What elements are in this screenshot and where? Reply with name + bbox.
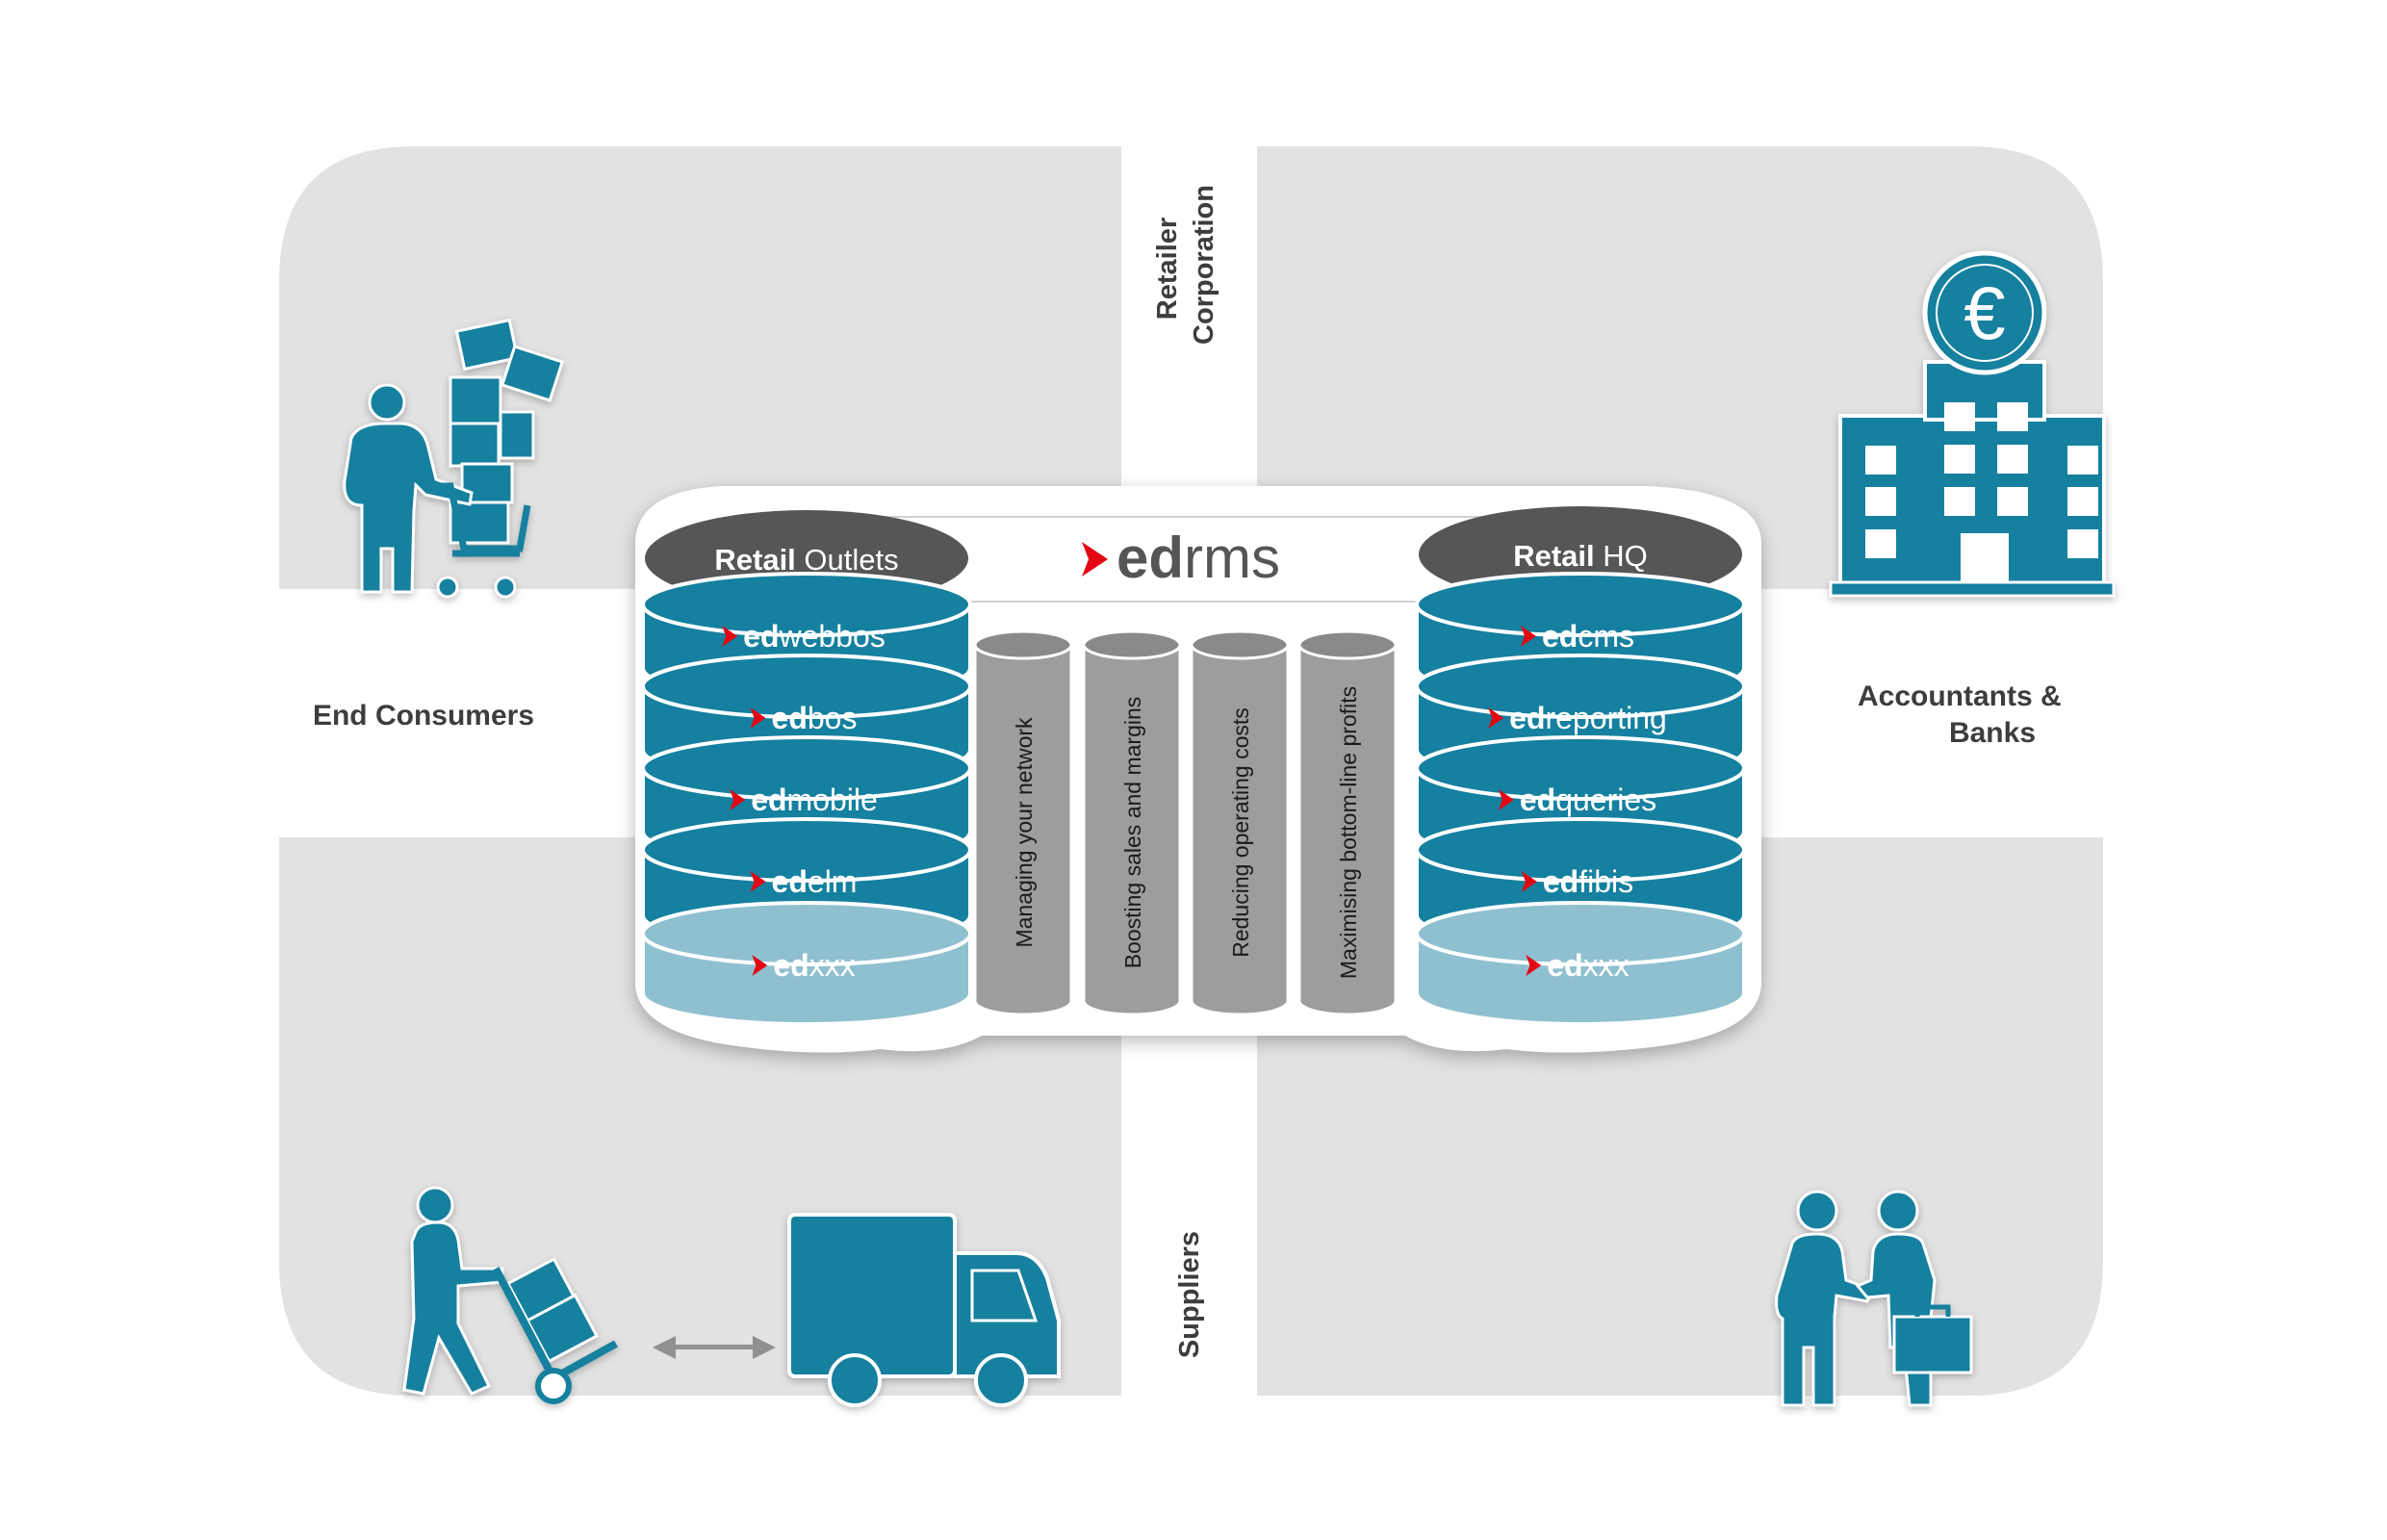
pillar-4: Maximising bottom-line profits: [1297, 629, 1398, 1016]
svg-text:edqueries: edqueries: [1520, 783, 1656, 817]
module-label: edelm: [750, 864, 858, 899]
module-label: edxxx: [752, 948, 856, 983]
right-module-xxx: edxxx: [1415, 901, 1746, 1026]
pillar-label: Managing your network: [1012, 717, 1037, 948]
suppliers-label: Suppliers: [1174, 1231, 1205, 1358]
red-chevron-icon: [1082, 542, 1108, 577]
module-label: edfibis: [1521, 864, 1633, 899]
module-label: edwebbos: [722, 619, 886, 654]
end-consumers-label: End Consumers: [313, 700, 534, 732]
svg-text:edmobile: edmobile: [751, 783, 878, 817]
svg-text:edcms: edcms: [1542, 619, 1634, 654]
red-chevron-icon: [1521, 871, 1537, 892]
double-arrow-icon: [653, 1336, 776, 1359]
left-module-mobile: edmobile: [641, 735, 972, 864]
pillar-2: Boosting sales and margins: [1082, 629, 1182, 1016]
svg-text:edreporting: edreporting: [1509, 701, 1667, 735]
right-module-reporting: edreporting: [1415, 654, 1746, 783]
module-label: edreporting: [1488, 701, 1667, 735]
left-module-xxx: edxxx: [641, 901, 972, 1026]
red-chevron-icon: [730, 789, 746, 810]
euro-bank-building-icon: €: [1829, 250, 2116, 598]
svg-text:edwebbos: edwebbos: [743, 619, 886, 654]
delivery-truck-icon: [787, 1213, 1061, 1407]
red-chevron-icon: [1526, 955, 1542, 976]
svg-text:edxxx: edxxx: [773, 948, 855, 983]
svg-text:edrms: edrms: [1116, 526, 1280, 590]
handshake-icon: [1775, 1190, 1973, 1407]
module-label: edmobile: [730, 783, 878, 817]
module-label: edcms: [1521, 619, 1634, 654]
pillar-1: Managing your network: [973, 629, 1073, 1016]
retail-outlets-module-stack: edwebbos edbos edmobile edelm edxxx: [641, 572, 972, 1026]
pillar-label: Maximising bottom-line profits: [1336, 686, 1361, 979]
svg-text:Retail Outlets: Retail Outlets: [714, 543, 898, 577]
pillar-label: Reducing operating costs: [1228, 707, 1253, 958]
svg-text:edelm: edelm: [772, 864, 858, 899]
module-label: edqueries: [1498, 783, 1656, 817]
retail-hq-module-stack: edcms edreporting edqueries edfibis edxxx: [1415, 572, 1746, 1026]
svg-text:Retail HQ: Retail HQ: [1513, 539, 1648, 573]
red-chevron-icon: [722, 626, 738, 647]
svg-text:edfibis: edfibis: [1543, 864, 1633, 899]
edrms-logo: edrms: [1082, 526, 1280, 590]
svg-text:edbos: edbos: [772, 701, 858, 735]
porter-with-hand-truck-icon: [402, 1186, 618, 1404]
shopper-with-cart-icon: [343, 318, 565, 599]
red-chevron-icon: [752, 955, 768, 976]
module-label: edbos: [750, 701, 858, 735]
red-chevron-icon: [1498, 789, 1514, 810]
red-chevron-icon: [750, 871, 766, 892]
svg-text:edxxx: edxxx: [1547, 948, 1629, 983]
accountants-banks-label: Accountants & Banks: [1858, 680, 2069, 749]
pillar-label: Boosting sales and margins: [1120, 697, 1145, 969]
retailer-corporation-label: Retailer Corporation: [1152, 185, 1219, 345]
benefit-pillars: Managing your network Boosting sales and …: [973, 629, 1398, 1016]
red-chevron-icon: [750, 707, 766, 729]
module-label: edxxx: [1526, 948, 1630, 983]
euro-symbol: €: [1964, 270, 2005, 355]
right-module-fibis: edfibis: [1415, 817, 1746, 948]
red-chevron-icon: [1488, 707, 1504, 729]
pillar-3: Reducing operating costs: [1190, 629, 1290, 1016]
red-chevron-icon: [1521, 626, 1536, 647]
